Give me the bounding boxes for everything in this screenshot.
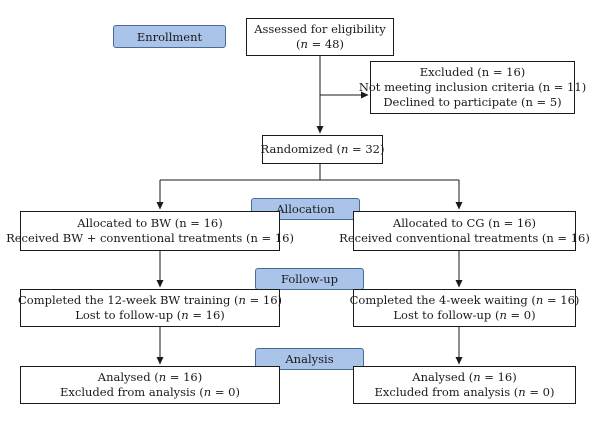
randomized-line: Randomized (n = 32) xyxy=(260,142,385,156)
analysis-bw-line2: Excluded from analysis (n = 0) xyxy=(60,385,240,399)
assessed-line2: (n = 48) xyxy=(296,37,344,51)
analysis-bw-line1: Analysed (n = 16) xyxy=(97,370,203,384)
follow-bw-line2: Lost to follow-up (n = 16) xyxy=(75,308,225,322)
assessed-box: Assessed for eligibility (n = 48) xyxy=(246,18,394,56)
excluded-line1: Excluded (n = 16) xyxy=(419,65,526,79)
assessed-line1: Assessed for eligibility xyxy=(254,22,386,36)
analysis-cg-line1: Analysed (n = 16) xyxy=(412,370,517,384)
analysis-cg-box: Analysed (n = 16) Excluded from analysis… xyxy=(353,366,576,404)
stage-enrollment: Enrollment xyxy=(113,25,226,48)
stage-allocation-label: Allocation xyxy=(276,202,335,216)
alloc-bw-line2: Received BW + conventional treatments (n… xyxy=(6,231,294,245)
alloc-bw-box: Allocated to BW (n = 16) Received BW + c… xyxy=(6,211,294,251)
alloc-cg-box: Allocated to CG (n = 16) Received conven… xyxy=(339,211,590,251)
stage-followup-label: Follow-up xyxy=(280,272,339,286)
analysis-bw-box: Analysed (n = 16) Excluded from analysis… xyxy=(20,366,280,404)
follow-cg-line2: Lost to follow-up (n = 0) xyxy=(393,308,536,322)
analysis-cg-line2: Excluded from analysis (n = 0) xyxy=(374,385,555,399)
excluded-line2: Not meeting inclusion criteria (n = 11) xyxy=(358,80,587,94)
stage-analysis-label: Analysis xyxy=(285,352,334,366)
stage-followup: Follow-up xyxy=(255,268,364,290)
alloc-cg-line2: Received conventional treatments (n = 16… xyxy=(339,231,590,245)
excluded-line3: Declined to participate (n = 5) xyxy=(383,95,562,109)
stage-analysis: Analysis xyxy=(255,348,364,370)
follow-bw-box: Completed the 12-week BW training (n = 1… xyxy=(17,289,283,327)
follow-cg-line1: Completed the 4-week waiting (n = 16) xyxy=(349,293,580,307)
follow-bw-line1: Completed the 12-week BW training (n = 1… xyxy=(17,293,283,307)
alloc-cg-line1: Allocated to CG (n = 16) xyxy=(392,216,537,230)
stage-enrollment-label: Enrollment xyxy=(136,29,203,44)
excluded-box: Excluded (n = 16) Not meeting inclusion … xyxy=(359,61,586,114)
follow-cg-box: Completed the 4-week waiting (n = 16) Lo… xyxy=(350,289,579,327)
alloc-bw-line1: Allocated to BW (n = 16) xyxy=(77,216,223,230)
randomized-box: Randomized (n = 32) xyxy=(260,135,385,164)
